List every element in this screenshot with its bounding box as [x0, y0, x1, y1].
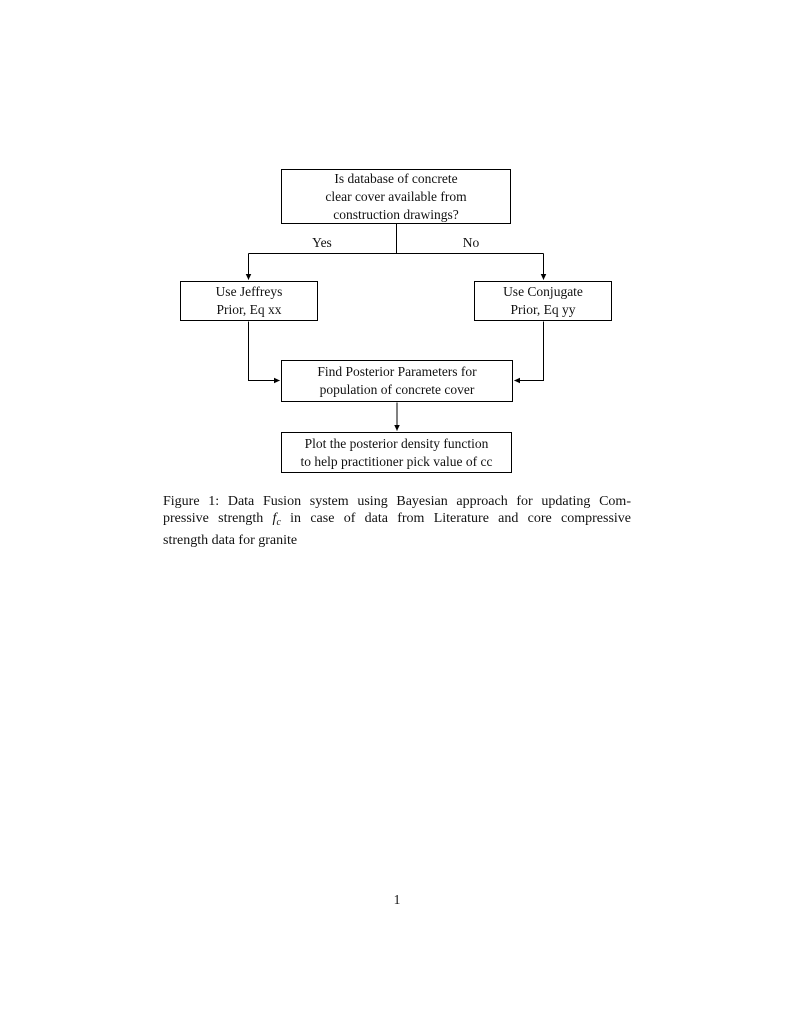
node-text-line: Is database of concrete — [334, 170, 458, 186]
caption-math-f: f — [272, 511, 277, 527]
flowchart-node-find-posterior: Find Posterior Parameters for population… — [281, 360, 513, 402]
flowchart-node-plot-density: Plot the posterior density function to h… — [281, 432, 512, 473]
node-text-line: Prior, Eq yy — [510, 302, 576, 317]
edge-label-yes: Yes — [312, 235, 332, 250]
node-text-line: Use Conjugate — [503, 284, 583, 299]
caption-line-3: strength data for granite — [163, 532, 298, 548]
caption-math-fc: fc — [272, 511, 281, 529]
node-text-line: clear cover available from — [325, 188, 467, 204]
caption-line-2: pressive strength fc in case of data fro… — [163, 510, 631, 531]
node-text-line: Use Jeffreys — [215, 284, 283, 299]
node-text-line: construction drawings? — [333, 206, 459, 222]
edge-label-no: No — [462, 235, 480, 250]
flowchart-node-jeffreys-prior: Use Jeffreys Prior, Eq xx — [180, 281, 318, 321]
caption-line-2-post: in case of data from Literature and core… — [290, 511, 632, 527]
caption-math-subscript: c — [276, 517, 281, 529]
caption-line-1: Figure 1: Data Fusion system using Bayes… — [163, 494, 631, 509]
flowchart-node-decision: Is database of concrete clear cover avai… — [281, 169, 511, 224]
page-number: 1 — [393, 892, 401, 907]
edge-jeffreys-to-posterior — [248, 321, 280, 384]
figure-caption: Figure 1: Data Fusion system using Bayes… — [163, 493, 631, 549]
edge-conjugate-to-posterior — [514, 321, 544, 384]
flowchart-node-conjugate-prior: Use Conjugate Prior, Eq yy — [474, 281, 612, 321]
node-text-line: Find Posterior Parameters for — [317, 364, 477, 379]
node-text-line: Plot the posterior density function — [304, 435, 489, 451]
caption-line-2-pre: pressive strength — [163, 511, 264, 527]
node-text-line: to help practitioner pick value of cc — [300, 453, 493, 469]
node-text-line: Prior, Eq xx — [216, 302, 282, 317]
node-text-line: population of concrete cover — [319, 382, 475, 397]
